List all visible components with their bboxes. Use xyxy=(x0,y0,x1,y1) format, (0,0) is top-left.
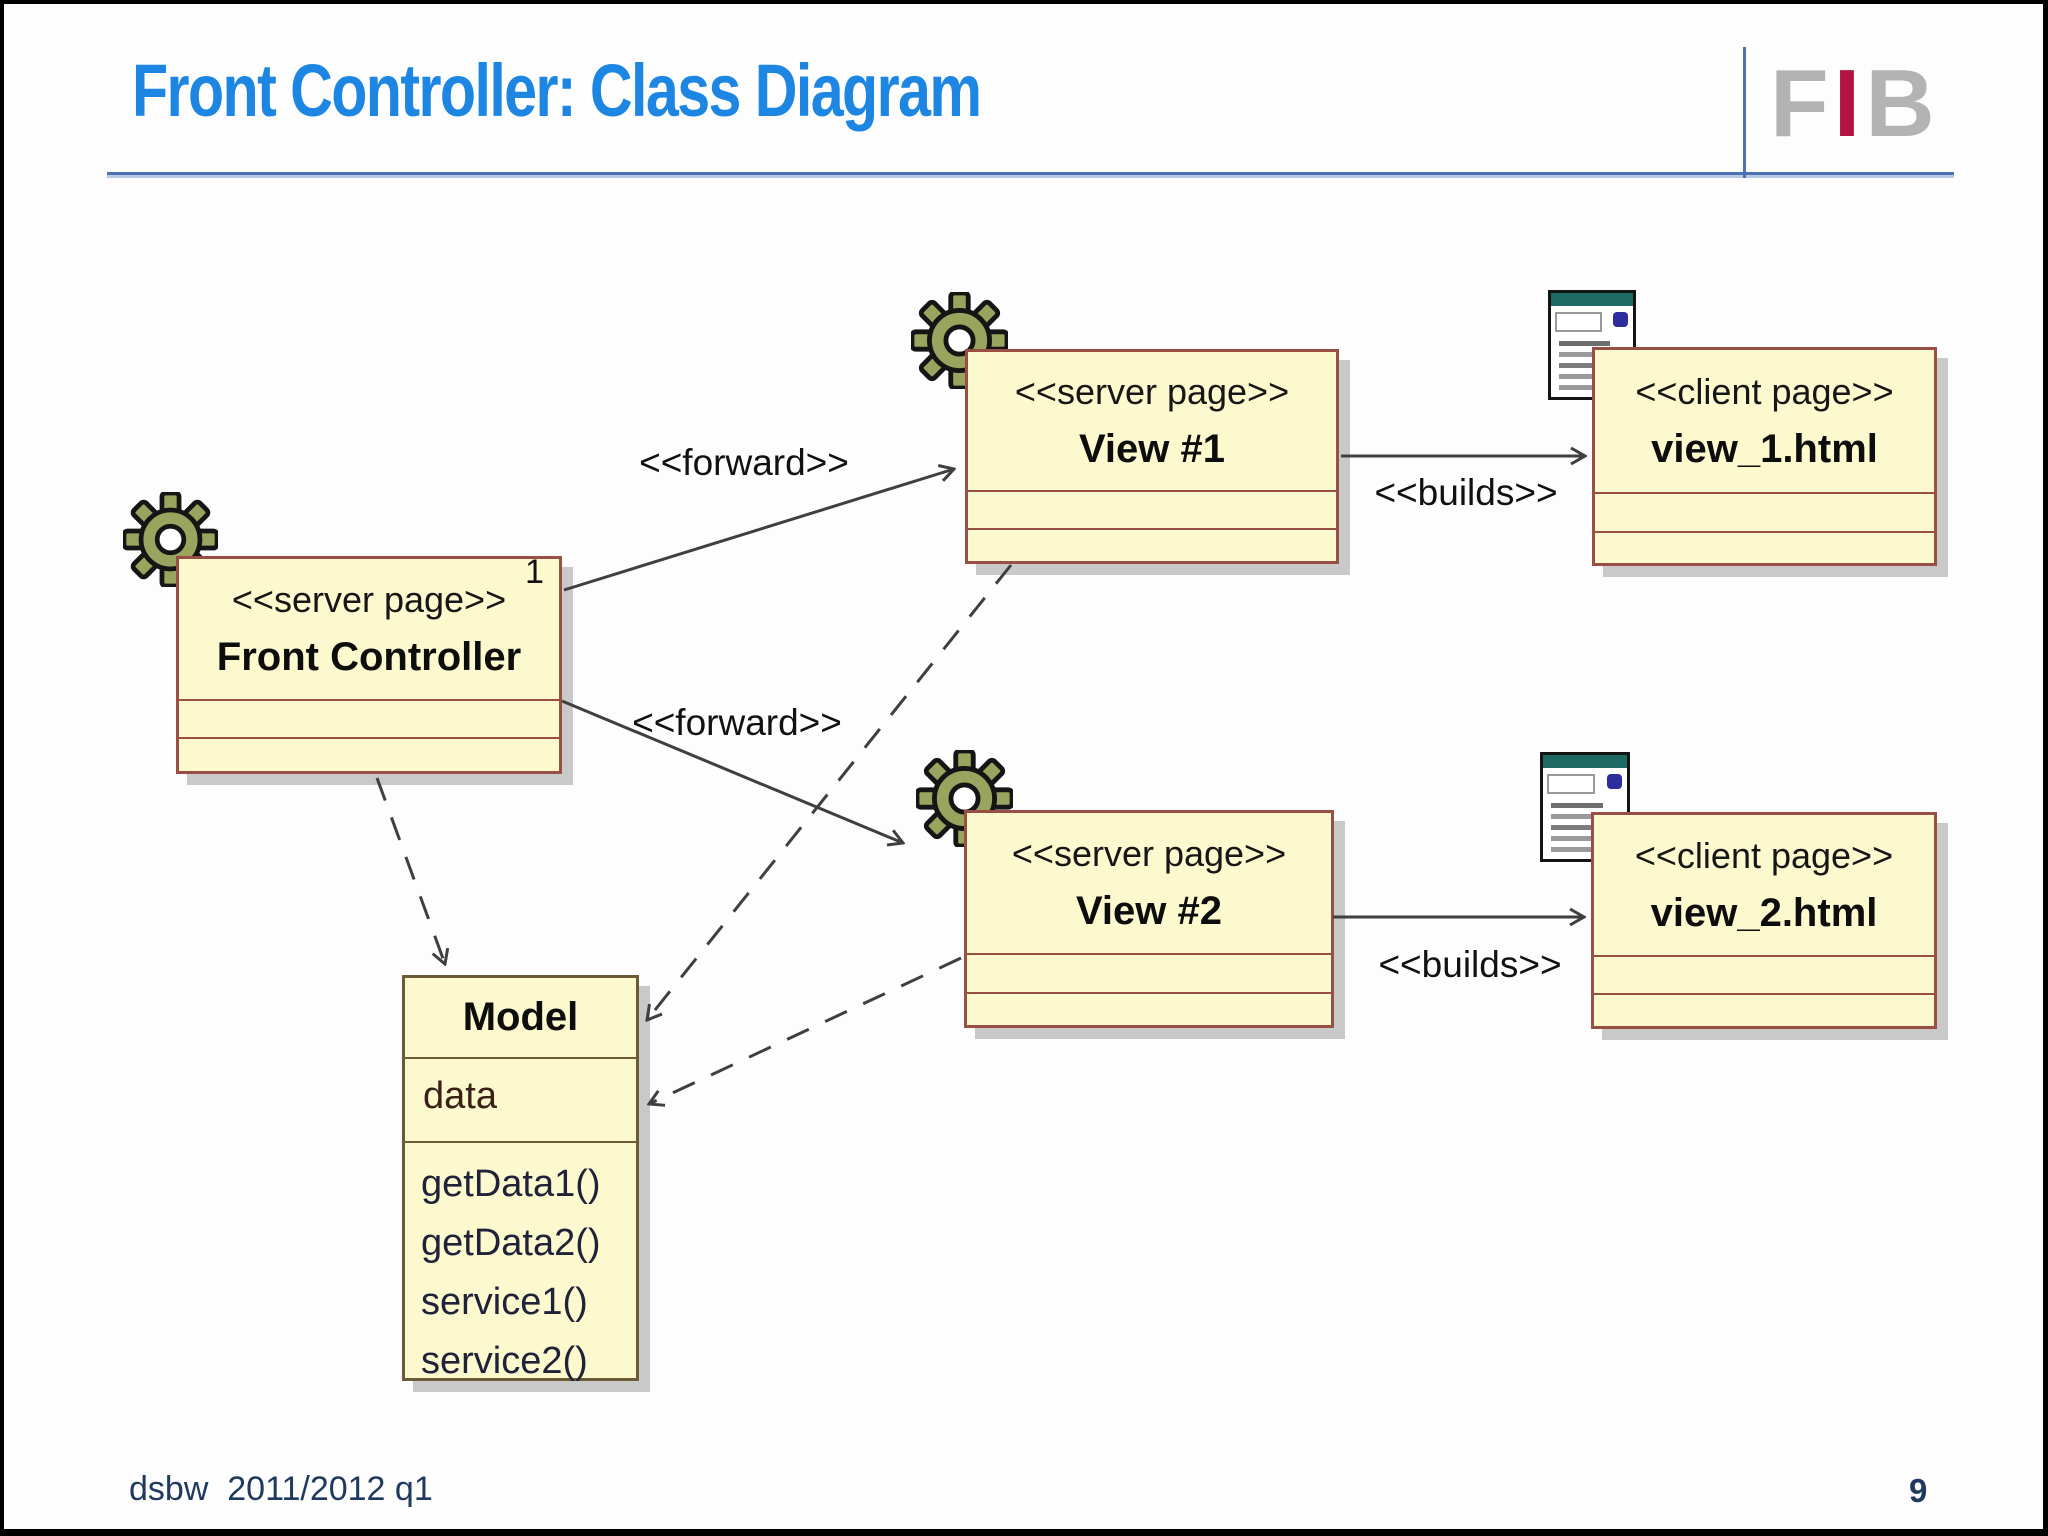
browser-titlebar xyxy=(1543,755,1627,768)
logo-divider-line xyxy=(1743,47,1746,178)
browser-address-field xyxy=(1547,774,1595,794)
methods-compartment xyxy=(179,737,559,771)
browser-logo-glyph xyxy=(1613,312,1628,327)
browser-address-field xyxy=(1555,312,1602,332)
logo-letter-i: I xyxy=(1833,50,1866,157)
methods-compartment xyxy=(967,992,1331,1025)
attribute: data xyxy=(423,1075,497,1117)
class-box-view2-html: <<client page>> view_2.html xyxy=(1591,812,1937,1029)
class-name: view_2.html xyxy=(1650,890,1878,935)
logo-letter-b: B xyxy=(1865,50,1940,157)
class-box-model: Model data getData1() getData2() service… xyxy=(402,975,639,1382)
browser-logo-glyph xyxy=(1607,774,1622,789)
dashed-arrow-view2-to-model xyxy=(649,956,962,1104)
attributes-compartment xyxy=(967,953,1331,992)
builds-label-1: <<builds>> xyxy=(1374,472,1558,513)
fib-logo: FIB xyxy=(1770,56,1940,152)
footer-page-number: 9 xyxy=(1909,1472,1928,1509)
page-title: Front Controller: Class Diagram xyxy=(132,49,982,132)
attributes-compartment xyxy=(968,490,1336,528)
class-name: View #2 xyxy=(1075,888,1223,933)
class-box-front-controller: <<server page>> Front Controller xyxy=(176,556,562,774)
attributes-compartment xyxy=(1594,955,1934,993)
class-name: View #1 xyxy=(1078,426,1226,471)
dashed-arrow-controller-to-model xyxy=(375,777,445,964)
stereotype-label: <<client page>> xyxy=(1634,834,1894,876)
method: getData1() xyxy=(421,1163,601,1205)
methods-compartment xyxy=(1594,993,1934,1026)
attributes-compartment xyxy=(1595,492,1934,531)
browser-window-icon xyxy=(1540,752,1630,862)
multiplicity-label: 1 xyxy=(525,553,544,591)
class-name: Front Controller xyxy=(216,634,522,679)
class-box-view2: <<server page>> View #2 xyxy=(964,810,1334,1028)
footer-course-code: dsbw 2011/2012 q1 xyxy=(129,1470,433,1508)
attributes-compartment: data xyxy=(405,1057,636,1141)
class-name: view_1.html xyxy=(1651,426,1878,471)
class-box-view1: <<server page>> View #1 xyxy=(965,349,1339,564)
attributes-compartment xyxy=(179,699,559,737)
builds-label-2: <<builds>> xyxy=(1378,944,1562,985)
method: service1() xyxy=(421,1281,588,1323)
stereotype-label: <<client page>> xyxy=(1635,370,1894,412)
forward-label-1: <<forward>> xyxy=(639,442,849,483)
forward-arrow-1 xyxy=(563,469,954,592)
stereotype-label: <<server page>> xyxy=(231,578,507,620)
browser-titlebar xyxy=(1551,293,1633,306)
class-name: Model xyxy=(462,995,579,1039)
logo-letter-f: F xyxy=(1770,50,1834,157)
method: service2() xyxy=(421,1340,588,1382)
stereotype-label: <<server page>> xyxy=(1011,832,1287,874)
methods-compartment xyxy=(968,528,1336,561)
stereotype-label: <<server page>> xyxy=(1014,370,1290,412)
methods-compartment: getData1() getData2() service1() service… xyxy=(405,1141,636,1391)
forward-label-2: <<forward>> xyxy=(632,702,842,743)
title-underline xyxy=(107,172,1954,175)
method: getData2() xyxy=(421,1222,601,1264)
methods-compartment xyxy=(1595,531,1934,563)
class-box-view1-html: <<client page>> view_1.html xyxy=(1592,347,1937,566)
